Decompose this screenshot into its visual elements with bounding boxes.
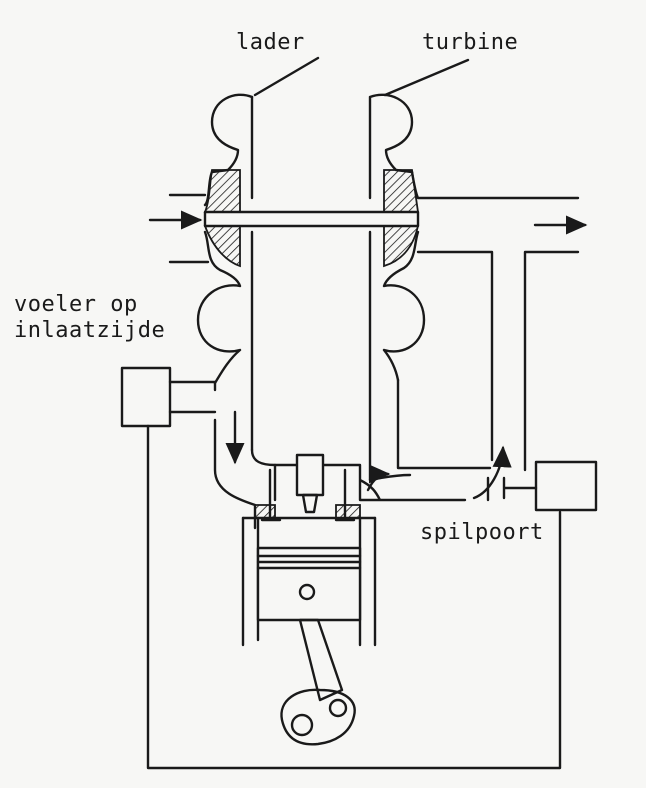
bypass-flow-arrow xyxy=(472,445,512,500)
exhaust-flow-arrow xyxy=(366,464,391,492)
intake-manifold xyxy=(213,381,257,530)
cylinder-wall-left xyxy=(241,516,260,647)
crank-bearing-2 xyxy=(328,698,348,718)
voeler-return-line xyxy=(146,424,562,770)
spilpoort-actuator-box xyxy=(534,460,598,512)
cylinder-head-gasket-left xyxy=(254,504,276,519)
turbine-outlet-upper xyxy=(416,250,494,462)
voeler-sensor-box xyxy=(120,366,172,428)
label-lader: lader xyxy=(236,30,305,55)
intake-inner-wall xyxy=(250,448,277,502)
spilpoort-stem xyxy=(502,476,538,500)
lader-leader-line xyxy=(253,56,320,97)
label-spilpoort: spilpoort xyxy=(420,520,544,545)
connecting-rod xyxy=(298,618,344,702)
compressor-wheel-upper xyxy=(203,169,241,213)
injector-body xyxy=(295,453,325,497)
piston-pin xyxy=(298,583,316,601)
turbine-housing-right xyxy=(368,93,580,482)
exhaust-bypass-duct xyxy=(523,250,580,472)
turbo-shaft xyxy=(203,210,420,228)
turbine-wheel-lower xyxy=(383,225,420,268)
label-turbine: turbine xyxy=(422,30,519,55)
cylinder-head-gasket-right xyxy=(335,504,361,519)
turbine-wheel-upper xyxy=(383,169,420,213)
label-voeler-line1: voeler op xyxy=(14,292,138,317)
label-voeler-line2: inlaatzijde xyxy=(14,318,166,343)
turbine-leader-line xyxy=(383,58,470,97)
voeler-sensor-line xyxy=(168,380,217,414)
injector-nozzle xyxy=(301,493,319,514)
piston xyxy=(256,546,362,622)
compressor-wheel-lower xyxy=(203,225,241,268)
cylinder-wall-right xyxy=(358,516,377,647)
label-voeler-op-inlaatzijde: voeler op inlaatzijde xyxy=(14,292,165,344)
crank-throw xyxy=(280,688,356,746)
turbine-outlet-lower xyxy=(396,378,492,470)
compressor-housing-left xyxy=(168,93,254,385)
crank-bearing-1 xyxy=(290,713,314,737)
